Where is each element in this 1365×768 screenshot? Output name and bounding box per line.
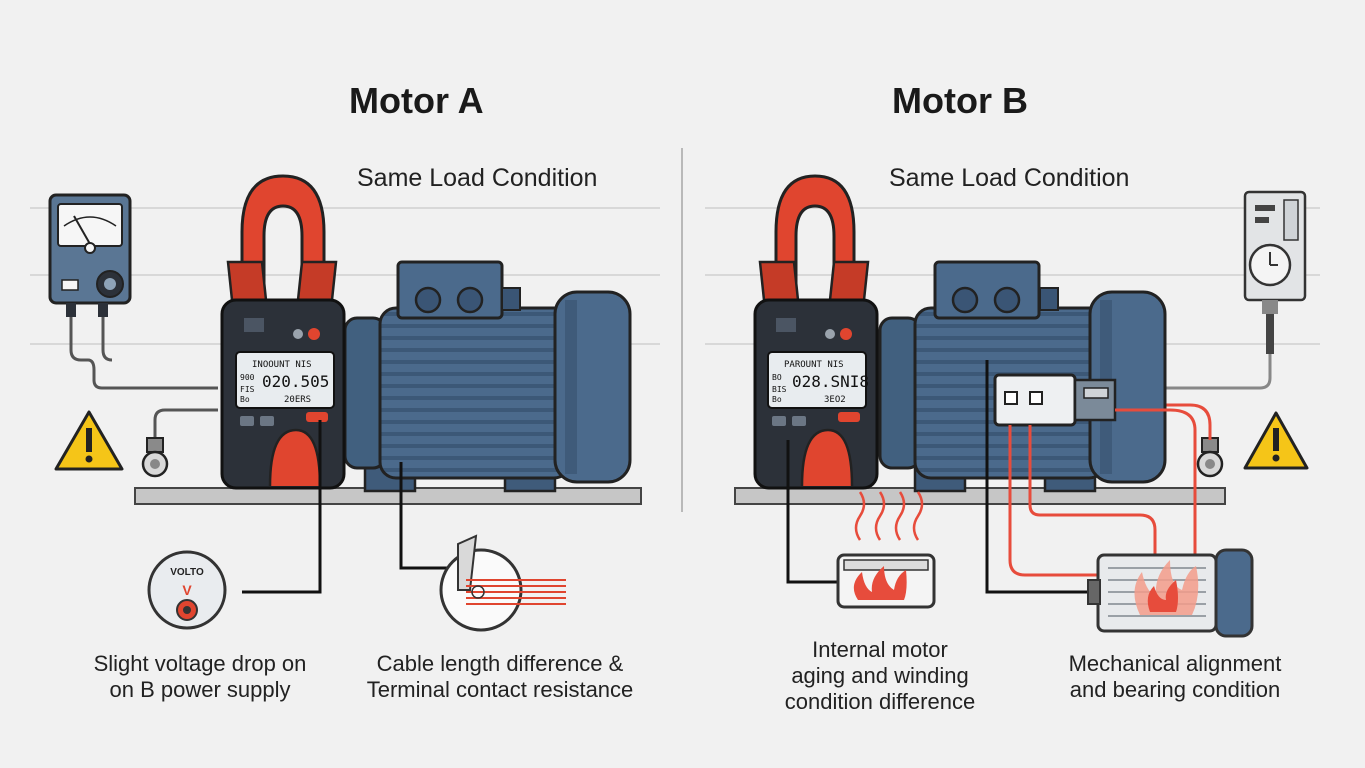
connector-icon <box>141 437 169 478</box>
signal-wire-b <box>1115 354 1272 390</box>
clamp-meter-b-footer: 3EO2 <box>824 395 846 405</box>
motor-icon <box>134 260 642 505</box>
caption-cable-line-2: Terminal contact resistance <box>366 677 634 702</box>
caption-mechanical-alignment: Mechanical alignment and bearing conditi… <box>1045 651 1305 703</box>
voltmeter-icon <box>147 550 227 630</box>
caption-mech-line-2: and bearing condition <box>1069 677 1281 702</box>
voltmeter-label: VOLTO <box>170 567 204 578</box>
caption-mech-line-1: Mechanical alignment <box>1068 651 1282 676</box>
timer-switch-icon <box>1243 190 1307 354</box>
leader-line-cable <box>399 462 448 570</box>
caption-cable-resistance: Cable length difference & Terminal conta… <box>345 651 655 703</box>
caption-voltage-drop: Slight voltage drop on on B power supply <box>70 651 330 703</box>
hot-motor-icon <box>1087 548 1254 638</box>
hot-wire-b-3 <box>1028 425 1157 555</box>
supply-wire-a-sensor <box>153 408 218 450</box>
caption-cable-line-1: Cable length difference & <box>376 651 624 676</box>
leader-line-voltage <box>242 420 322 594</box>
warning-icon <box>1243 411 1309 470</box>
clamp-meter-a-header: INOOUNT NIS <box>252 360 312 370</box>
panel-meter-icon <box>48 193 132 317</box>
caption-aging-line-1: Internal motor <box>812 637 948 662</box>
clamp-meter-b-side-top: BO <box>772 373 782 382</box>
warning-icon <box>54 410 124 471</box>
clamp-meter-a-reading: 020.505 <box>262 372 329 391</box>
cable-cutter-icon <box>439 534 566 632</box>
caption-aging-line-3: condition difference <box>784 689 976 714</box>
motor-b-condition: Same Load Condition <box>889 164 1130 192</box>
clamp-meter-a-side-mid: FIS <box>240 385 255 394</box>
caption-motor-aging: Internal motor aging and winding conditi… <box>755 637 1005 715</box>
clamp-meter-b-reading: 028.SNI8 <box>792 372 869 391</box>
caption-aging-line-2: aging and winding <box>791 663 969 688</box>
hot-wire-b-4 <box>1115 408 1197 555</box>
hot-wire-b-1 <box>1115 403 1212 440</box>
hot-wire-b-2 <box>1008 425 1100 577</box>
clamp-meter-b-side-mid: BIS <box>772 385 787 394</box>
heater-icon <box>836 491 936 609</box>
connector-icon <box>1196 437 1224 478</box>
supply-wire-a-upper <box>69 317 218 390</box>
clamp-meter-b-header: PAROUNT NIS <box>784 360 844 370</box>
voltmeter-symbol: V <box>182 582 192 598</box>
caption-voltage-line-1: Slight voltage drop on <box>93 651 307 676</box>
clamp-meter-a-side-top: 900 <box>240 373 255 382</box>
motor-a-title: Motor A <box>349 80 484 121</box>
clamp-meter-b-side-bot: Bo <box>772 395 782 404</box>
clamp-meter-a-footer: 20ERS <box>284 395 311 405</box>
clamp-meter-icon <box>220 174 346 490</box>
clamp-meter-icon <box>753 174 879 490</box>
leader-line-aging <box>786 440 840 584</box>
leader-line-mechanical <box>985 360 1100 594</box>
motor-b-title: Motor B <box>892 80 1028 121</box>
clamp-meter-a-side-bot: Bo <box>240 395 250 404</box>
terminal-block-icon <box>993 373 1117 427</box>
supply-wire-a-lower <box>101 317 113 362</box>
motor-a-condition: Same Load Condition <box>357 164 598 192</box>
caption-voltage-line-2: on B power supply <box>109 677 291 702</box>
